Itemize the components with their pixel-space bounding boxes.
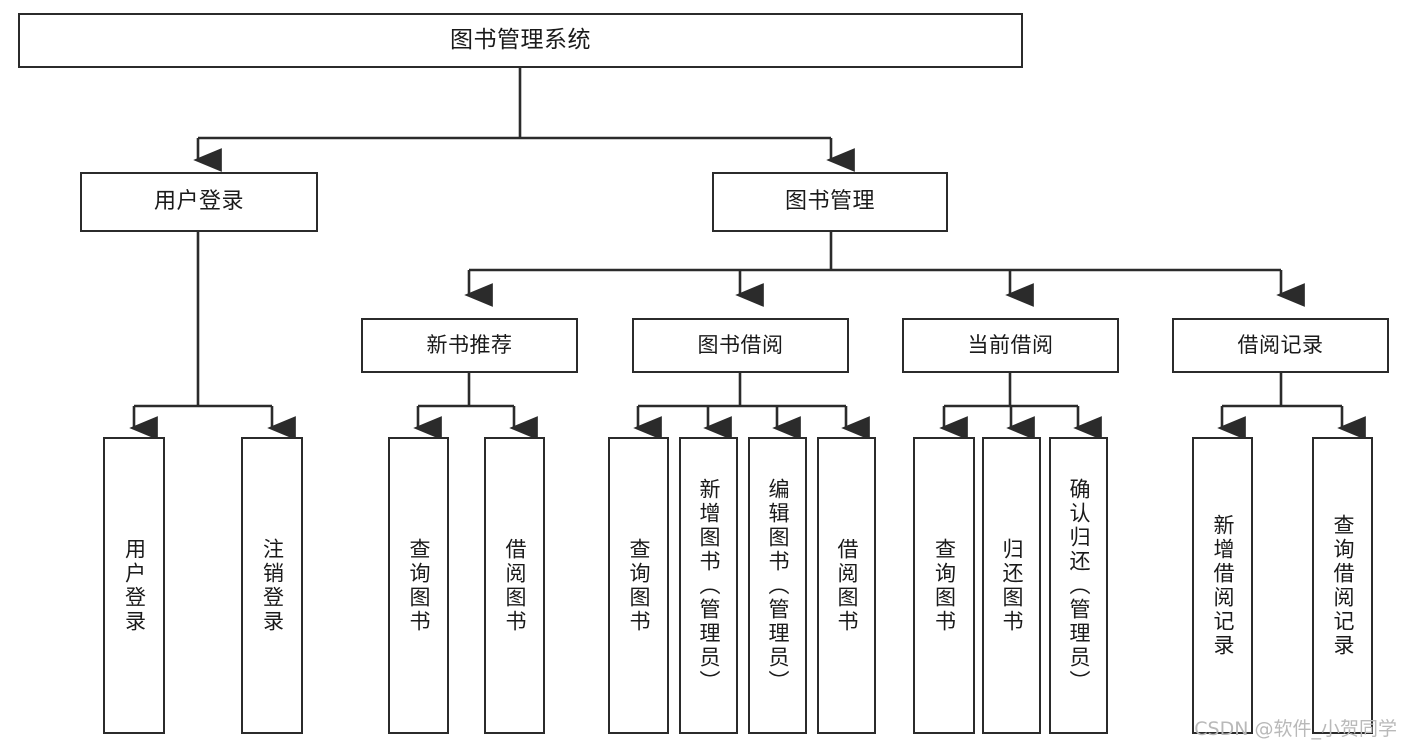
- node-label: 确认归还（管理员）: [1067, 477, 1091, 694]
- node-current-borrow[interactable]: 当前借阅: [902, 318, 1119, 373]
- csdn-watermark: CSDN @软件_小贺同学: [1194, 718, 1397, 740]
- node-label: 新书推荐: [426, 332, 513, 357]
- node-label: 用户登录: [153, 189, 244, 215]
- node-book-management-system[interactable]: 图书管理系统: [18, 13, 1023, 68]
- node-label: 查询图书: [627, 537, 651, 634]
- leaf-edit-book-admin[interactable]: 编辑图书（管理员）: [748, 437, 807, 734]
- node-book-borrow[interactable]: 图书借阅: [632, 318, 849, 373]
- node-label: 借阅图书: [503, 537, 527, 634]
- leaf-confirm-return-admin[interactable]: 确认归还（管理员）: [1049, 437, 1108, 734]
- node-label: 用户登录: [122, 537, 147, 634]
- node-label: 编辑图书（管理员）: [766, 477, 790, 694]
- node-label: 查询借阅记录: [1331, 513, 1355, 658]
- leaf-query-book-newbook[interactable]: 查询图书: [388, 437, 449, 734]
- node-label: 借阅图书: [835, 537, 859, 634]
- leaf-borrow-book-newbook[interactable]: 借阅图书: [484, 437, 545, 734]
- leaf-logout[interactable]: 注销登录: [241, 437, 303, 734]
- leaf-add-book-admin[interactable]: 新增图书（管理员）: [679, 437, 738, 734]
- node-label: 归还图书: [1000, 537, 1024, 634]
- node-label: 新增图书（管理员）: [697, 477, 721, 694]
- leaf-query-book-borrow[interactable]: 查询图书: [608, 437, 669, 734]
- leaf-return-book[interactable]: 归还图书: [982, 437, 1041, 734]
- leaf-borrow-book-borrow[interactable]: 借阅图书: [817, 437, 876, 734]
- node-user-login[interactable]: 用户登录: [80, 172, 318, 232]
- node-label: 图书管理: [784, 189, 875, 215]
- node-label: 借阅记录: [1237, 332, 1324, 357]
- leaf-query-book-current[interactable]: 查询图书: [913, 437, 975, 734]
- node-label: 图书管理系统: [450, 27, 591, 54]
- node-label: 注销登录: [260, 537, 285, 634]
- leaf-user-login[interactable]: 用户登录: [103, 437, 165, 734]
- leaf-query-borrow-record[interactable]: 查询借阅记录: [1312, 437, 1373, 734]
- node-label: 图书借阅: [697, 332, 784, 357]
- node-label: 查询图书: [407, 537, 431, 634]
- node-new-book-recommend[interactable]: 新书推荐: [361, 318, 578, 373]
- node-book-management[interactable]: 图书管理: [712, 172, 948, 232]
- node-label: 查询图书: [932, 537, 957, 634]
- node-label: 当前借阅: [967, 332, 1054, 357]
- node-borrow-record[interactable]: 借阅记录: [1172, 318, 1389, 373]
- leaf-add-borrow-record[interactable]: 新增借阅记录: [1192, 437, 1253, 734]
- node-label: 新增借阅记录: [1211, 513, 1235, 658]
